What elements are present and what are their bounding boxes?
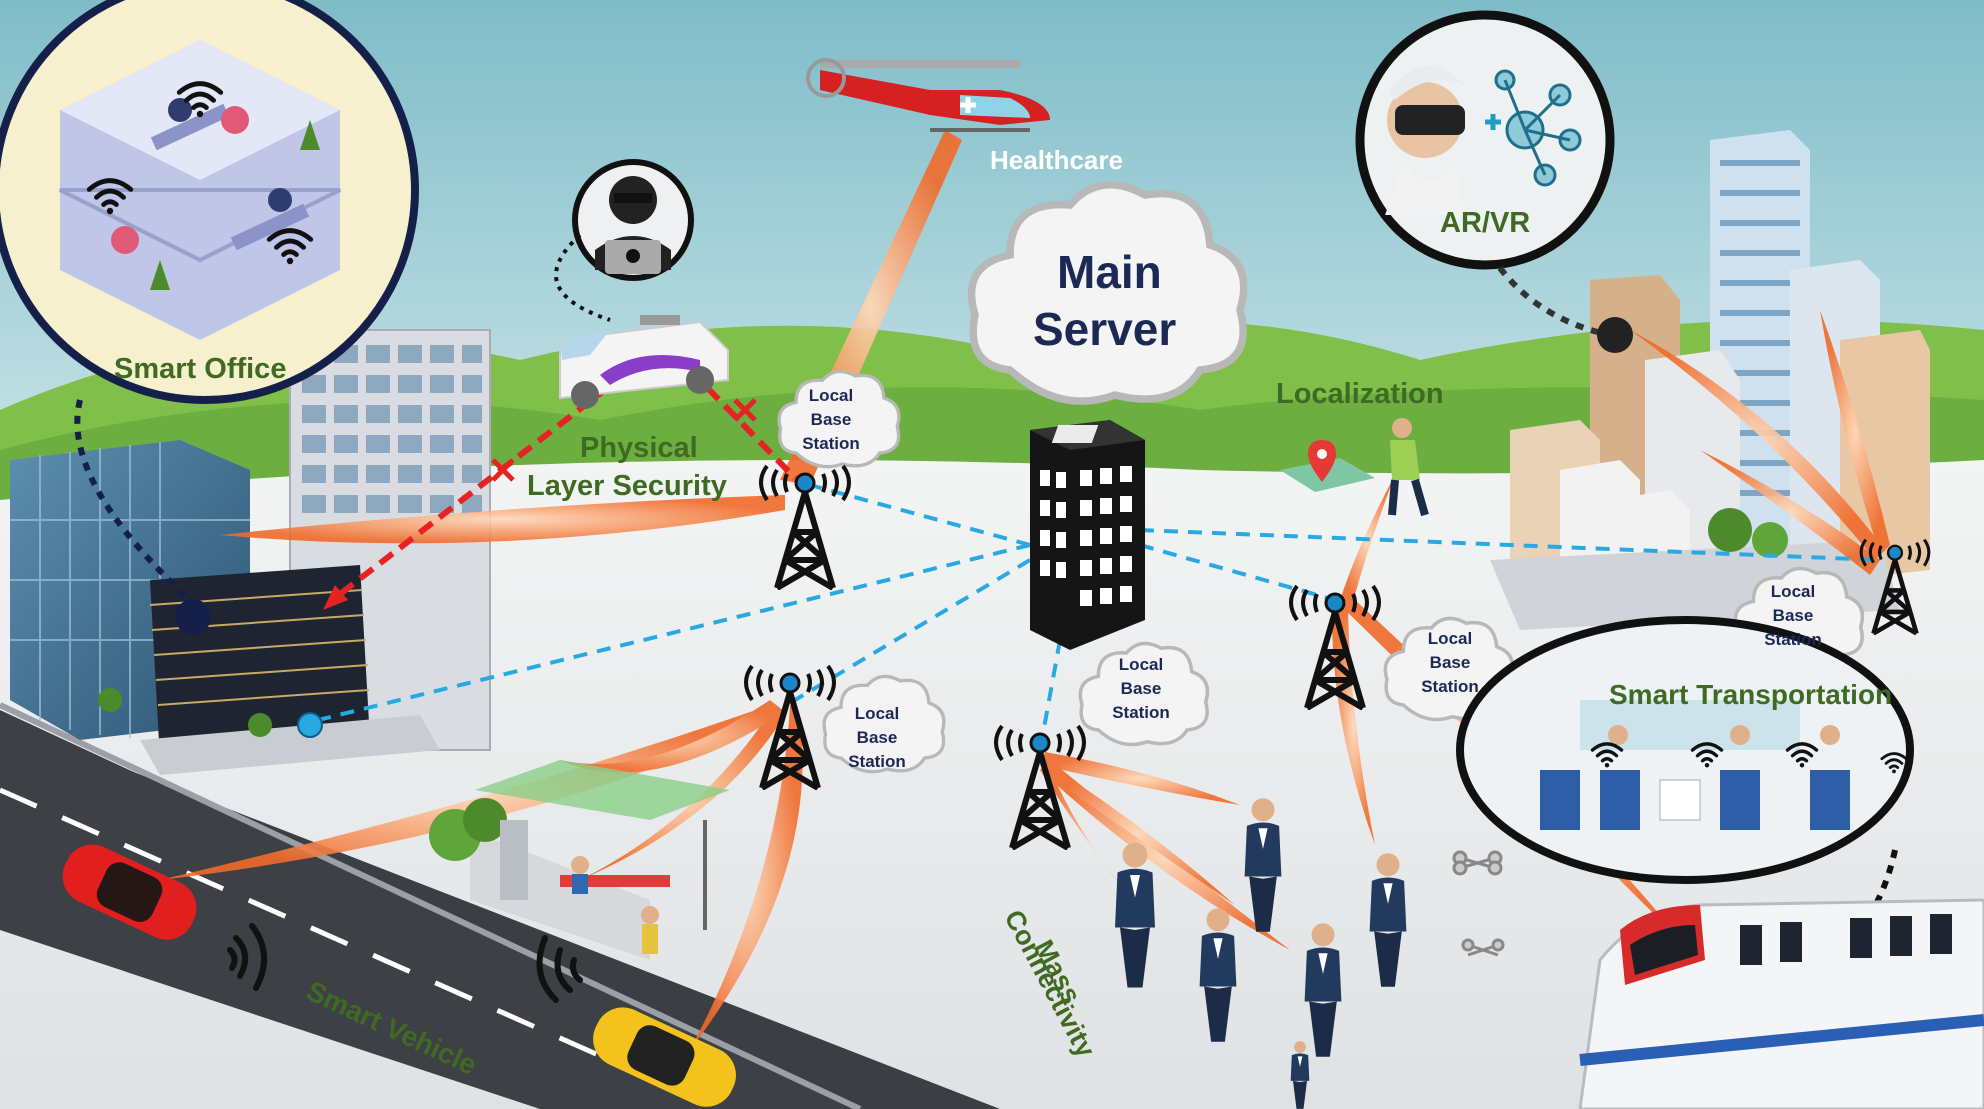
surveillance-van <box>559 315 729 409</box>
attack-arrow-head <box>323 585 348 610</box>
local-base-station-label: Local Base Station <box>1764 582 1822 649</box>
hacker-illustration <box>572 159 694 281</box>
main-server-label-line2: Server <box>1033 303 1177 355</box>
skull-icon <box>626 249 640 263</box>
ar-vr-connector-dot <box>1597 317 1633 353</box>
ar-vr-connector <box>1497 266 1611 338</box>
red-car <box>62 844 197 940</box>
location-pin-icon <box>1308 440 1336 482</box>
localization-label: Localization <box>1276 378 1444 410</box>
block-x-icon <box>491 398 757 482</box>
yellow-car <box>593 1007 736 1107</box>
link-endpoint-dot <box>297 712 323 738</box>
road <box>0 720 1000 1109</box>
local-base-station-label: Local Base Station <box>1421 629 1479 696</box>
medical-cross-icon <box>960 97 976 113</box>
smart-transportation-label: Smart Transportation <box>1609 679 1893 710</box>
local-base-station-label: Local Base Station <box>848 704 906 771</box>
main-server-building <box>1030 420 1145 650</box>
office-connector-dot <box>175 599 211 635</box>
smart-transportation-illustration <box>1456 616 1914 884</box>
ar-vr-illustration <box>1355 10 1615 270</box>
smart-office-label: Smart Office <box>114 353 287 385</box>
main-server-label-line1: Main <box>1057 246 1162 298</box>
healthcare-label: Healthcare <box>990 145 1123 175</box>
hacker-connector <box>554 233 611 322</box>
helicopter <box>806 58 1050 132</box>
local-base-station-label: Local Base Station <box>802 386 860 453</box>
medical-cross-icon <box>1485 114 1501 130</box>
office-connector <box>74 399 193 603</box>
road-curb <box>0 702 862 1109</box>
wifi-icon <box>227 923 583 1003</box>
physical-layer-security-label-line2: Layer Security <box>527 470 727 502</box>
smart-office-illustration <box>0 0 419 404</box>
drone-icons <box>1452 850 1505 957</box>
road-lane-marking <box>0 787 702 1103</box>
ar-vr-label: AR/VR <box>1440 207 1531 239</box>
train <box>1578 898 1984 1109</box>
local-base-station-label: Local Base Station <box>1112 655 1170 722</box>
localization-illustration <box>1280 418 1429 517</box>
physical-layer-security-label-line1: Physical <box>580 432 698 464</box>
bus-stop <box>429 760 730 960</box>
